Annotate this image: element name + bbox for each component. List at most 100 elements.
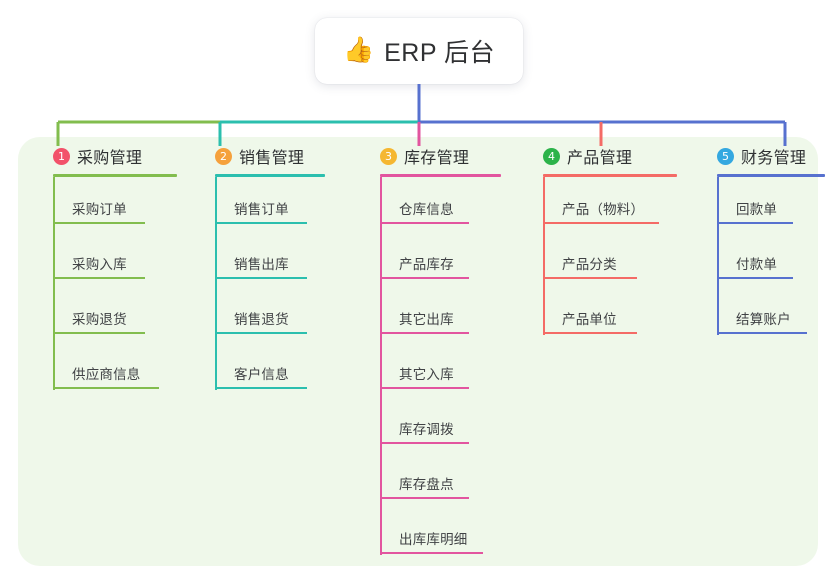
branch-item[interactable]: 库存调拨 bbox=[363, 397, 501, 452]
branch-column-5: 5 财务管理回款单付款单结算账户 bbox=[700, 145, 825, 342]
branch-item-underline bbox=[717, 277, 793, 279]
branch-items: 回款单付款单结算账户 bbox=[700, 177, 825, 342]
branch-item[interactable]: 销售退货 bbox=[198, 287, 325, 342]
branch-spine bbox=[53, 177, 55, 390]
branch-item-underline bbox=[380, 552, 483, 554]
branch-header-2[interactable]: 2 销售管理 bbox=[198, 145, 325, 167]
branch-item-label: 客户信息 bbox=[234, 367, 289, 382]
branch-item-underline bbox=[717, 332, 807, 334]
branch-title: 财务管理 bbox=[741, 150, 807, 167]
branch-column-3: 3 库存管理仓库信息产品库存其它出库其它入库库存调拨库存盘点出库库明细 bbox=[363, 145, 501, 562]
branch-items: 采购订单采购入库采购退货供应商信息 bbox=[36, 177, 177, 397]
branch-item[interactable]: 仓库信息 bbox=[363, 177, 501, 232]
branch-index-badge: 3 bbox=[380, 147, 397, 165]
thumbs-up-icon: 👍 bbox=[342, 35, 375, 64]
branch-item[interactable]: 付款单 bbox=[700, 232, 825, 287]
branch-item[interactable]: 结算账户 bbox=[700, 287, 825, 342]
branch-spine bbox=[717, 177, 719, 335]
branch-items: 销售订单销售出库销售退货客户信息 bbox=[198, 177, 325, 397]
branch-item-label: 供应商信息 bbox=[72, 367, 141, 382]
branch-item-underline bbox=[380, 332, 469, 334]
branch-column-1: 1 采购管理采购订单采购入库采购退货供应商信息 bbox=[36, 145, 177, 397]
branch-underline bbox=[215, 174, 325, 177]
branch-item[interactable]: 出库库明细 bbox=[363, 507, 501, 562]
branch-index-badge: 2 bbox=[215, 147, 232, 165]
root-node-title: ERP 后台 bbox=[384, 39, 496, 67]
branch-item-label: 产品（物料） bbox=[562, 202, 645, 217]
branch-column-4: 4 产品管理产品（物料） 产品分类产品单位 bbox=[526, 145, 677, 342]
branch-item-underline bbox=[380, 222, 469, 224]
branch-underline bbox=[717, 174, 825, 177]
branch-item-underline bbox=[215, 332, 307, 334]
branch-item-underline bbox=[543, 222, 659, 224]
branch-underline bbox=[380, 174, 501, 177]
root-node[interactable]: 👍 ERP 后台 bbox=[315, 18, 523, 84]
branch-item-label: 其它出库 bbox=[399, 312, 454, 327]
branch-item[interactable]: 产品（物料） bbox=[526, 177, 677, 232]
branch-underline bbox=[53, 174, 177, 177]
branch-item-label: 采购入库 bbox=[72, 257, 127, 272]
branch-item-underline bbox=[53, 222, 145, 224]
branch-item-label: 回款单 bbox=[736, 202, 778, 217]
branch-item-label: 结算账户 bbox=[736, 312, 791, 327]
branch-underline bbox=[543, 174, 677, 177]
branch-item[interactable]: 采购订单 bbox=[36, 177, 177, 232]
branch-item-underline bbox=[215, 387, 307, 389]
branch-header-3[interactable]: 3 库存管理 bbox=[363, 145, 501, 167]
branch-title: 采购管理 bbox=[77, 150, 143, 167]
branch-spine bbox=[543, 177, 545, 335]
branch-index-badge: 1 bbox=[53, 147, 70, 165]
branch-item[interactable]: 库存盘点 bbox=[363, 452, 501, 507]
branch-item-underline bbox=[380, 277, 469, 279]
branch-index-badge: 5 bbox=[717, 147, 734, 165]
branch-item-label: 采购订单 bbox=[72, 202, 127, 217]
branch-index-badge: 4 bbox=[543, 147, 560, 165]
branch-header-4[interactable]: 4 产品管理 bbox=[526, 145, 677, 167]
branch-item-underline bbox=[53, 277, 145, 279]
branch-item-label: 付款单 bbox=[736, 257, 778, 272]
branch-item-label: 产品分类 bbox=[562, 257, 617, 272]
branch-item-label: 产品库存 bbox=[399, 257, 454, 272]
branch-item-underline bbox=[717, 222, 793, 224]
branch-item[interactable]: 产品库存 bbox=[363, 232, 501, 287]
branch-item[interactable]: 产品单位 bbox=[526, 287, 677, 342]
branch-item-underline bbox=[380, 442, 469, 444]
branch-item[interactable]: 供应商信息 bbox=[36, 342, 177, 397]
branch-title: 库存管理 bbox=[404, 150, 470, 167]
branch-column-2: 2 销售管理销售订单销售出库销售退货客户信息 bbox=[198, 145, 325, 397]
branch-item-label: 其它入库 bbox=[399, 367, 454, 382]
branch-item-underline bbox=[215, 222, 307, 224]
branch-item-label: 库存调拨 bbox=[399, 422, 454, 437]
branch-header-1[interactable]: 1 采购管理 bbox=[36, 145, 177, 167]
branch-header-5[interactable]: 5 财务管理 bbox=[700, 145, 825, 167]
branch-item[interactable]: 其它出库 bbox=[363, 287, 501, 342]
branch-item-label: 采购退货 bbox=[72, 312, 127, 327]
branch-item-label: 产品单位 bbox=[562, 312, 617, 327]
branch-item-label: 出库库明细 bbox=[399, 532, 468, 547]
branch-spine bbox=[380, 177, 382, 555]
branch-item-label: 销售出库 bbox=[234, 257, 289, 272]
branch-spine bbox=[215, 177, 217, 390]
branch-item-underline bbox=[543, 277, 637, 279]
branch-item[interactable]: 回款单 bbox=[700, 177, 825, 232]
branch-item[interactable]: 销售订单 bbox=[198, 177, 325, 232]
branch-item-label: 销售退货 bbox=[234, 312, 289, 327]
branch-item-underline bbox=[53, 387, 159, 389]
branch-item[interactable]: 采购退货 bbox=[36, 287, 177, 342]
branch-item[interactable]: 采购入库 bbox=[36, 232, 177, 287]
branch-item-underline bbox=[543, 332, 637, 334]
branch-item[interactable]: 产品分类 bbox=[526, 232, 677, 287]
branch-title: 产品管理 bbox=[567, 150, 633, 167]
branch-item-underline bbox=[215, 277, 307, 279]
branch-items: 仓库信息产品库存其它出库其它入库库存调拨库存盘点出库库明细 bbox=[363, 177, 501, 562]
branch-item[interactable]: 客户信息 bbox=[198, 342, 325, 397]
branches-panel bbox=[18, 137, 818, 566]
branch-item[interactable]: 其它入库 bbox=[363, 342, 501, 397]
branch-title: 销售管理 bbox=[239, 150, 305, 167]
branch-item-label: 仓库信息 bbox=[399, 202, 454, 217]
branch-item[interactable]: 销售出库 bbox=[198, 232, 325, 287]
branch-items: 产品（物料） 产品分类产品单位 bbox=[526, 177, 677, 342]
branch-item-underline bbox=[53, 332, 145, 334]
branch-item-label: 库存盘点 bbox=[399, 477, 454, 492]
